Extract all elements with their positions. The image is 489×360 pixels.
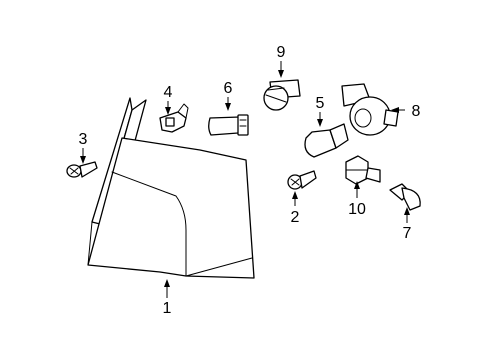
callout-leaders: [80, 61, 410, 298]
socket-part-8: [341, 83, 399, 136]
callout-4: 4: [164, 84, 173, 101]
callout-6: 6: [224, 80, 233, 97]
tail-lamp-assembly: [87, 97, 255, 279]
callout-8: 8: [412, 103, 421, 120]
socket-part-9: [263, 79, 301, 111]
screw-part-2: [287, 170, 317, 190]
callout-labels: 1 2 3 4 5 6 7 8 9 10: [79, 44, 421, 317]
bulb-part-7: [389, 183, 421, 211]
socket-part-10: [345, 155, 381, 185]
callout-3: 3: [79, 131, 88, 148]
callout-1: 1: [163, 300, 172, 317]
bulb-part-6: [208, 114, 249, 136]
callout-7: 7: [403, 225, 412, 242]
callout-5: 5: [316, 95, 325, 112]
screw-part-3: [66, 161, 98, 178]
socket-clip-part-4: [159, 103, 189, 133]
callout-10: 10: [348, 201, 366, 218]
bulb-part-5: [304, 123, 349, 158]
callout-2: 2: [291, 209, 300, 226]
callout-9: 9: [277, 44, 286, 61]
